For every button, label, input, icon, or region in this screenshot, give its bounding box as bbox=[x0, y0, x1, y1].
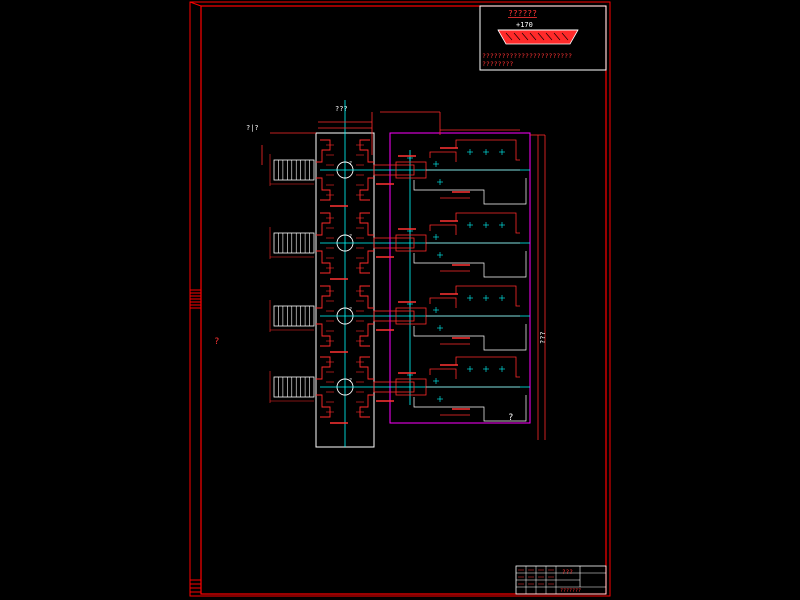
row-label: ? bbox=[349, 378, 352, 384]
unit-row-1: ? bbox=[269, 139, 530, 207]
title-block-subtitle: ??????? bbox=[560, 588, 581, 594]
discharge-pipe bbox=[373, 237, 415, 249]
side-mark: ?|? bbox=[246, 124, 259, 132]
column-step-outline bbox=[359, 323, 374, 347]
top-mark: ??? bbox=[335, 105, 348, 113]
section-hatch-shape bbox=[497, 29, 579, 45]
fitting-outline bbox=[455, 212, 520, 234]
column-step-outline bbox=[316, 250, 331, 274]
column-step-outline bbox=[359, 177, 374, 201]
title-note-box: ?????? +170 ??????????????????????? ????… bbox=[479, 5, 607, 71]
column-step-outline bbox=[359, 394, 374, 418]
column-step-outline bbox=[316, 285, 331, 309]
column-step-outline bbox=[359, 139, 374, 163]
fitting-outline bbox=[455, 285, 520, 307]
column-step-outline bbox=[316, 177, 331, 201]
discharge-pipe bbox=[373, 381, 415, 393]
row-label: ? bbox=[349, 307, 352, 313]
boundary-outline bbox=[389, 132, 531, 424]
unit-row-4: ? bbox=[269, 356, 530, 424]
title-block-name: ??? bbox=[562, 569, 573, 576]
chamber-outline bbox=[413, 395, 527, 422]
unit-row-3: ? bbox=[269, 285, 530, 353]
grating-block bbox=[273, 232, 315, 254]
title-note-line-1: ??????????????????????? bbox=[482, 52, 572, 60]
title-block: ??? ??????? bbox=[515, 565, 607, 595]
discharge-pipe bbox=[373, 164, 415, 176]
grating-block bbox=[273, 376, 315, 398]
title-note-center-label: +170 bbox=[516, 21, 533, 29]
fitting-outline bbox=[429, 297, 457, 308]
chamber-outline bbox=[413, 251, 527, 278]
chamber-outline bbox=[413, 178, 527, 205]
column-step-outline bbox=[359, 356, 374, 380]
fitting-outline bbox=[455, 356, 520, 378]
column-step-outline bbox=[359, 285, 374, 309]
title-note-heading: ?????? bbox=[508, 9, 537, 18]
grating-block bbox=[273, 159, 315, 181]
row-label: ? bbox=[349, 234, 352, 240]
column-step-outline bbox=[359, 250, 374, 274]
grating-block bbox=[273, 305, 315, 327]
discharge-pipe bbox=[373, 310, 415, 322]
column-step-outline bbox=[316, 323, 331, 347]
fitting-outline bbox=[429, 368, 457, 379]
unit-row-2: ? bbox=[269, 212, 530, 280]
fitting-outline bbox=[455, 139, 520, 161]
right-mark: ??? bbox=[539, 331, 547, 344]
row-label: ? bbox=[349, 161, 352, 167]
drawing-frame bbox=[189, 1, 611, 597]
frame-mark: ? bbox=[214, 337, 219, 347]
column-step-outline bbox=[316, 139, 331, 163]
fitting-outline bbox=[429, 224, 457, 235]
column-step-outline bbox=[316, 212, 331, 236]
unit-rows: ???? bbox=[269, 139, 530, 424]
bottom-mark: ? bbox=[508, 413, 513, 423]
main-plan-assembly bbox=[261, 100, 546, 448]
column-step-outline bbox=[316, 394, 331, 418]
fitting-outline bbox=[429, 151, 457, 162]
column-step-outline bbox=[316, 356, 331, 380]
chamber-outline bbox=[413, 324, 527, 351]
title-note-line-2: ???????? bbox=[482, 60, 513, 68]
top-dimensions bbox=[261, 111, 546, 440]
column-step-outline bbox=[359, 212, 374, 236]
